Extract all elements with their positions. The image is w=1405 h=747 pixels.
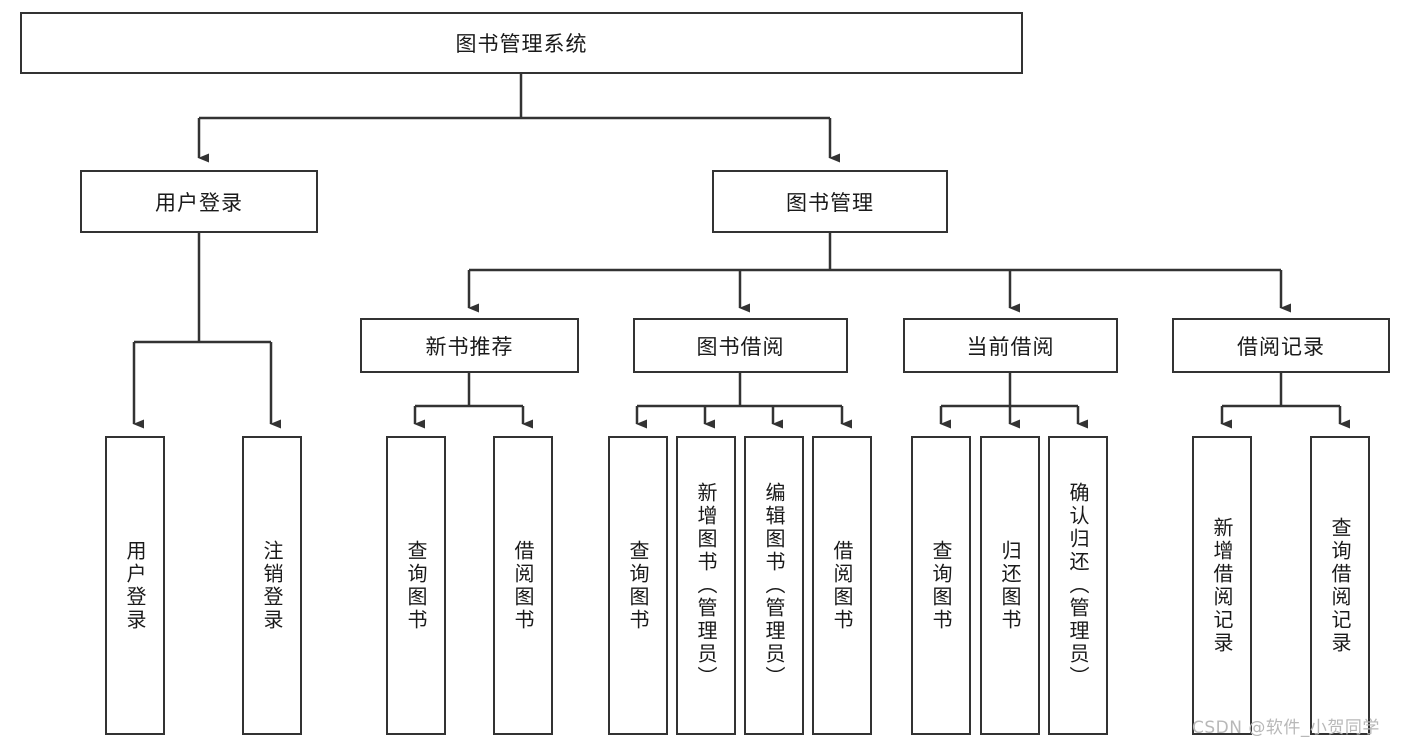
- node-label: 查询图书: [404, 539, 428, 632]
- node-label: 用户登录: [155, 190, 243, 215]
- node-label: 借阅记录: [1237, 334, 1325, 359]
- leaf-add-book-admin[interactable]: 新增图书（管理员）: [676, 436, 736, 735]
- leaf-query-book-recommend[interactable]: 查询图书: [386, 436, 446, 735]
- leaf-borrow-book-recommend[interactable]: 借阅图书: [493, 436, 553, 735]
- leaf-query-book-borrow[interactable]: 查询图书: [608, 436, 668, 735]
- node-label: 借阅图书: [511, 539, 535, 632]
- node-label: 用户登录: [123, 539, 147, 632]
- leaf-add-borrow-record[interactable]: 新增借阅记录: [1192, 436, 1252, 735]
- leaf-borrow-book[interactable]: 借阅图书: [812, 436, 872, 735]
- leaf-query-book-current[interactable]: 查询图书: [911, 436, 971, 735]
- leaf-user-login[interactable]: 用户登录: [105, 436, 165, 735]
- leaf-return-book[interactable]: 归还图书: [980, 436, 1040, 735]
- node-book-management-module[interactable]: 图书管理: [712, 170, 948, 233]
- leaf-query-borrow-record[interactable]: 查询借阅记录: [1310, 436, 1370, 735]
- node-label: 新书推荐: [425, 334, 514, 359]
- leaf-edit-book-admin[interactable]: 编辑图书（管理员）: [744, 436, 804, 735]
- node-book-borrow[interactable]: 图书借阅: [633, 318, 848, 373]
- node-new-book-recommend[interactable]: 新书推荐: [360, 318, 579, 373]
- node-label: 图书管理系统: [455, 32, 588, 56]
- node-label: 新增借阅记录: [1210, 516, 1234, 655]
- node-label: 查询图书: [929, 539, 953, 632]
- node-label: 新增图书（管理员）: [694, 482, 718, 689]
- node-label: 查询借阅记录: [1328, 516, 1352, 655]
- leaf-logout[interactable]: 注销登录: [242, 436, 302, 735]
- node-label: 归还图书: [998, 539, 1022, 632]
- node-user-login-module[interactable]: 用户登录: [80, 170, 318, 233]
- node-borrow-record[interactable]: 借阅记录: [1172, 318, 1390, 373]
- node-label: 确认归还（管理员）: [1066, 482, 1090, 689]
- node-label: 图书管理: [786, 190, 874, 215]
- node-label: 当前借阅: [966, 334, 1055, 359]
- node-current-borrow[interactable]: 当前借阅: [903, 318, 1118, 373]
- node-label: 注销登录: [260, 539, 284, 632]
- watermark: CSDN @软件_小贺同学: [1192, 718, 1380, 738]
- node-label: 查询图书: [626, 539, 650, 632]
- node-label: 图书借阅: [696, 334, 785, 359]
- node-label: 借阅图书: [830, 539, 854, 632]
- leaf-confirm-return-admin[interactable]: 确认归还（管理员）: [1048, 436, 1108, 735]
- node-label: 编辑图书（管理员）: [762, 482, 786, 689]
- node-root-system[interactable]: 图书管理系统: [20, 12, 1023, 74]
